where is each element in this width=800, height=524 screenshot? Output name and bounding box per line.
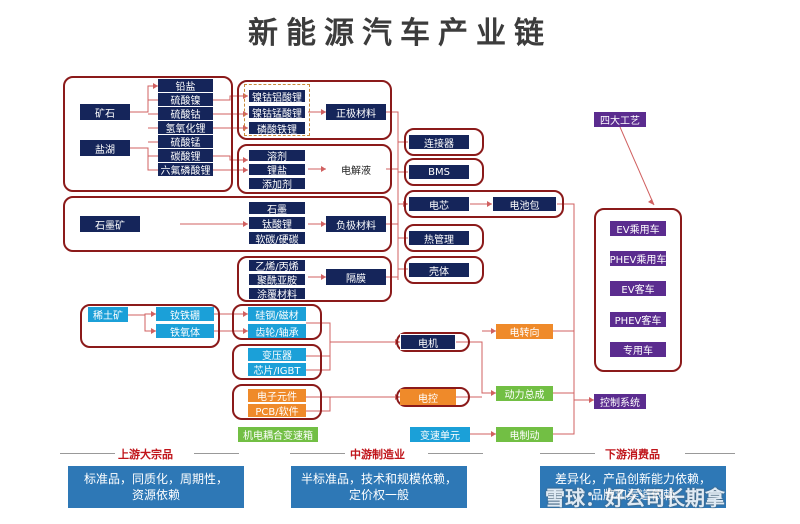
upstream-desc-line-2: 资源依赖 xyxy=(131,488,180,502)
e-steering-box: 电转向 xyxy=(496,324,553,339)
lithium-hydroxide-box: 氢氧化锂 xyxy=(158,121,213,134)
anode-box: 负极材料 xyxy=(326,216,386,232)
rare-earth-ore-box: 稀土矿 xyxy=(88,307,128,322)
rare-earth-group xyxy=(80,304,220,348)
ferrite-box: 铁氧体 xyxy=(156,324,214,338)
upstream-label: 上游大宗品 xyxy=(118,448,173,461)
upstream-line-left xyxy=(60,453,115,454)
cathode-group xyxy=(237,80,392,140)
pcb-software-box: PCB/软件 xyxy=(248,404,306,417)
downstream-desc-line-1: 差异化，产品创新能力依赖， xyxy=(554,472,711,486)
coating-box: 涂覆材料 xyxy=(248,287,306,300)
ndfeb-box: 钕铁硼 xyxy=(156,307,214,321)
nickel-sulfate-box: 硫酸镍 xyxy=(158,93,213,106)
midstream-desc-line-1: 半标准品，技术和规模依赖， xyxy=(300,472,457,486)
separator-group xyxy=(237,256,392,302)
midstream-description: 半标准品，技术和规模依赖， 定价权一般 xyxy=(291,466,467,508)
li-salt-box: 锂盐 xyxy=(248,163,306,176)
cathode-precursor-frame xyxy=(244,84,310,136)
separator-box: 隔膜 xyxy=(326,269,386,285)
ev-car-box: EV乘用车 xyxy=(610,221,666,236)
minerals-group xyxy=(63,76,233,192)
downstream-desc-line-2: 品牌和渠道依赖 xyxy=(590,488,675,502)
pack-box: 电池包 xyxy=(492,196,557,212)
graphite-ore-box: 石墨矿 xyxy=(80,216,140,232)
upstream-desc-line-1: 标准品，同质化，周期性， xyxy=(83,472,228,486)
thermal-frame xyxy=(404,224,484,252)
electrolyte-box: 电解液 xyxy=(341,165,371,177)
silicon-steel-box: 硅钢/磁材 xyxy=(248,307,306,321)
bms-box: BMS xyxy=(408,164,470,180)
downstream-label: 下游消费品 xyxy=(605,448,660,461)
motor-box: 电机 xyxy=(400,334,456,350)
polyimide-box: 聚酰亚胺 xyxy=(248,273,306,286)
motor-material-group xyxy=(232,304,322,340)
graphite-box: 石墨 xyxy=(248,201,306,215)
cobalt-sulfate-box: 硫酸钴 xyxy=(158,107,213,120)
electrolyte-group xyxy=(237,144,392,194)
additive-box: 添加剂 xyxy=(248,177,306,190)
power-electronics-group xyxy=(232,344,322,380)
control-system-box: 控制系统 xyxy=(594,394,646,409)
housing-box: 壳体 xyxy=(408,262,470,278)
anode-group xyxy=(63,196,392,252)
ore-box: 矿石 xyxy=(80,104,130,120)
vehicles-group xyxy=(594,208,682,372)
powertrain-box: 动力总成 xyxy=(496,386,553,401)
soft-hard-carbon-box: 软碳/硬碳 xyxy=(248,231,306,245)
midstream-desc-line-2: 定价权一般 xyxy=(348,488,409,502)
lto-box: 钛酸锂 xyxy=(248,216,306,230)
phev-car-box: PHEV乘用车 xyxy=(610,251,666,266)
chip-igbt-box: 芯片/IGBT xyxy=(248,363,306,376)
solvent-box: 溶剂 xyxy=(248,149,306,162)
midstream-line-right xyxy=(428,453,483,454)
phev-bus-box: PHEV客车 xyxy=(610,312,666,327)
ev-bus-box: EV客车 xyxy=(610,281,666,296)
special-vehicle-box: 专用车 xyxy=(610,342,666,357)
cell-pack-frame xyxy=(404,190,564,218)
bms-frame xyxy=(404,158,484,186)
pe-pp-box: 乙烯/丙烯 xyxy=(248,259,306,272)
upstream-description: 标准品，同质化，周期性， 资源依赖 xyxy=(68,466,244,508)
transformer-box: 变压器 xyxy=(248,348,306,361)
downstream-line-left xyxy=(540,453,595,454)
watermark: 雪球：好公司长期拿 xyxy=(545,486,725,510)
electronics-group xyxy=(232,384,322,420)
gear-bearing-box: 齿轮/轴承 xyxy=(248,324,306,338)
connector-frame xyxy=(404,128,484,156)
controller-frame xyxy=(396,387,470,407)
salt-lake-box: 盐湖 xyxy=(80,140,130,156)
nca-box: 镍钴铝酸锂 xyxy=(248,89,306,103)
e-brake-box: 电制动 xyxy=(496,427,553,442)
electronics-box: 电子元件 xyxy=(248,389,306,402)
ncm-box: 镍钴锰酸锂 xyxy=(248,105,306,119)
cell-box: 电芯 xyxy=(408,196,470,212)
lfp-box: 磷酸铁锂 xyxy=(248,121,306,135)
controller-box: 电控 xyxy=(400,389,456,405)
downstream-description: 差异化，产品创新能力依赖， 品牌和渠道依赖 xyxy=(540,466,726,508)
lithium-carbonate-box: 碳酸锂 xyxy=(158,149,213,162)
midstream-label: 中游制造业 xyxy=(350,448,405,461)
motor-frame xyxy=(396,332,470,352)
manganese-sulfate-box: 硫酸锰 xyxy=(158,135,213,148)
transmission-unit-box: 变速单元 xyxy=(410,427,470,442)
lipf6-box: 六氟磷酸锂 xyxy=(158,163,213,176)
housing-frame xyxy=(404,256,484,284)
upstream-line-right xyxy=(194,453,239,454)
electromech-transmission-box: 机电耦合变速箱 xyxy=(238,427,318,442)
downstream-line-right xyxy=(685,453,735,454)
midstream-line-left xyxy=(290,453,345,454)
thermal-box: 热管理 xyxy=(408,230,470,246)
lead-salt-box: 铅盐 xyxy=(158,79,213,92)
connector-box: 连接器 xyxy=(408,134,470,150)
four-processes-box: 四大工艺 xyxy=(594,112,646,127)
page-title: 新能源汽车产业链 xyxy=(248,16,552,51)
cathode-box: 正极材料 xyxy=(326,104,386,120)
